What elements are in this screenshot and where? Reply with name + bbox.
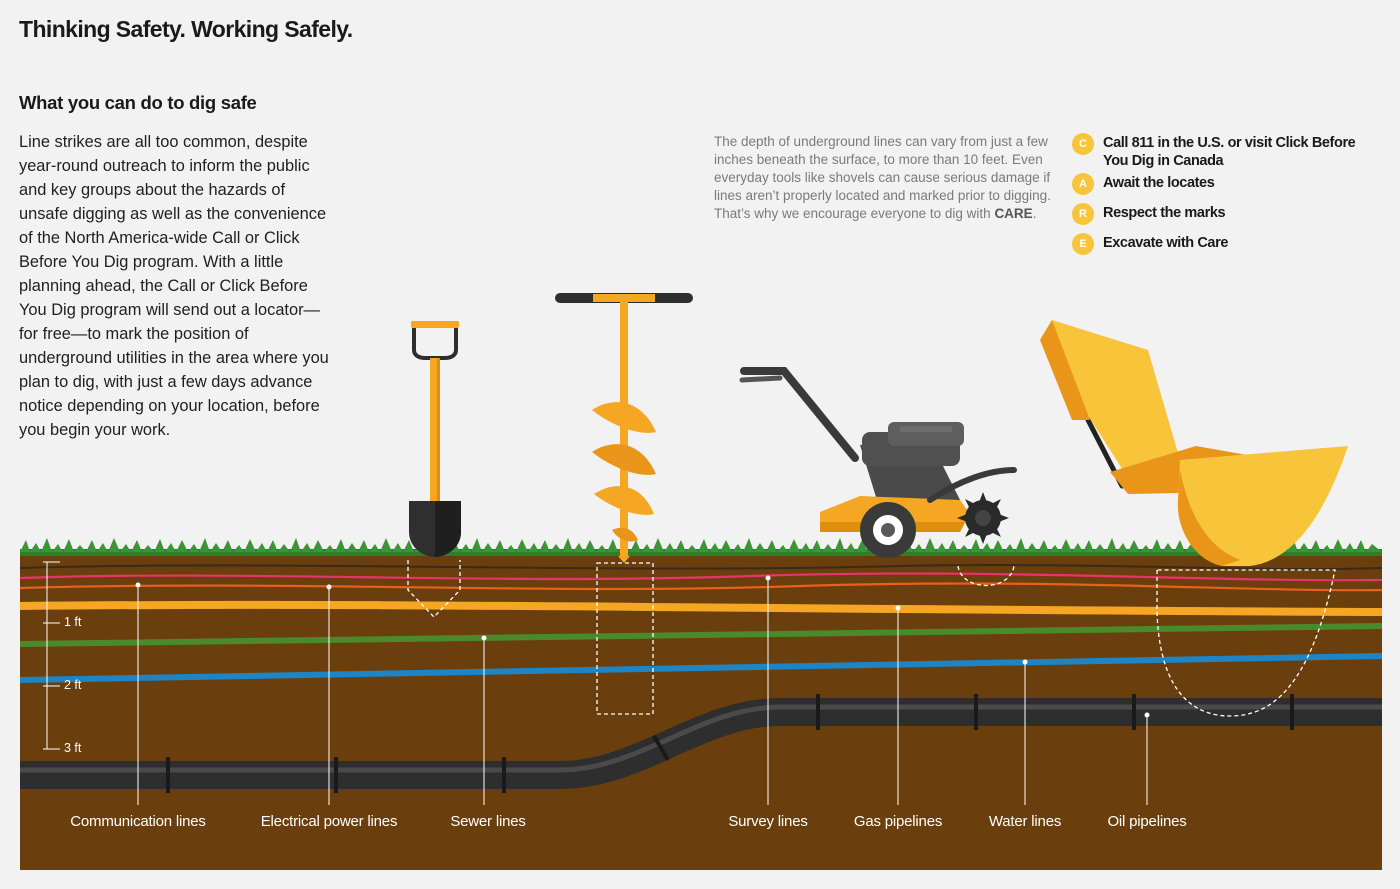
water-line (19, 653, 1383, 683)
grass-strip (20, 538, 1382, 556)
depth-note-end: . (1032, 206, 1037, 221)
label-survey-lines: Survey lines (728, 813, 808, 830)
care-step-label: Excavate with Care (1103, 235, 1228, 251)
depth-marker-3ft: 3 ft (64, 741, 82, 755)
sewer-line (19, 623, 1383, 647)
dig-zones (407, 560, 1336, 717)
tiller-icon (739, 367, 1017, 558)
intro-paragraph: Line strikes are all too common, despite… (19, 133, 329, 439)
shovel-dig-zone (407, 560, 461, 618)
shovel-icon (409, 321, 461, 557)
tiller-dig-zone (957, 565, 1015, 586)
depth-note: The depth of underground lines can vary … (714, 133, 1056, 223)
letter-e-badge: E (1072, 233, 1094, 255)
label-oil-pipelines: Oil pipelines (1107, 813, 1187, 830)
letter-c-badge: C (1072, 133, 1094, 155)
auger-dig-zone (596, 562, 654, 715)
depth-marker-1ft: 1 ft (64, 615, 82, 629)
excavator-dig-zone (1156, 569, 1336, 717)
care-step-label: Call 811 in the U.S. or visit Click Befo… (1103, 135, 1356, 169)
oil-pipeline (20, 694, 1382, 793)
depth-marker-2ft: 2 ft (64, 678, 82, 692)
depth-ruler (43, 561, 60, 750)
label-gas-pipelines: Gas pipelines (853, 813, 943, 830)
care-emphasis: CARE (994, 206, 1033, 221)
care-step-label: Respect the marks (1103, 205, 1226, 221)
auger-icon (555, 293, 693, 563)
excavator-bucket-icon (1040, 320, 1348, 566)
communication-line (19, 572, 1383, 582)
gas-pipeline (19, 600, 1383, 616)
letter-r-badge: R (1072, 203, 1094, 225)
section-heading: What you can do to dig safe (19, 92, 257, 113)
survey-line (19, 564, 1383, 570)
page-title: Thinking Safety. Working Safely. (19, 16, 353, 42)
label-communication-lines: Communication lines (70, 813, 206, 830)
care-step-label: Await the locates (1103, 175, 1215, 191)
label-electrical-power-lines: Electrical power lines (260, 813, 398, 830)
callout-dots (135, 575, 1150, 718)
label-water-lines: Water lines (988, 813, 1062, 830)
label-sewer-lines: Sewer lines (450, 813, 526, 830)
depth-note-text: The depth of underground lines can vary … (714, 134, 1051, 221)
electrical-power-line (19, 582, 1383, 592)
callout-leaders (137, 578, 1148, 805)
letter-a-badge: A (1072, 173, 1094, 195)
